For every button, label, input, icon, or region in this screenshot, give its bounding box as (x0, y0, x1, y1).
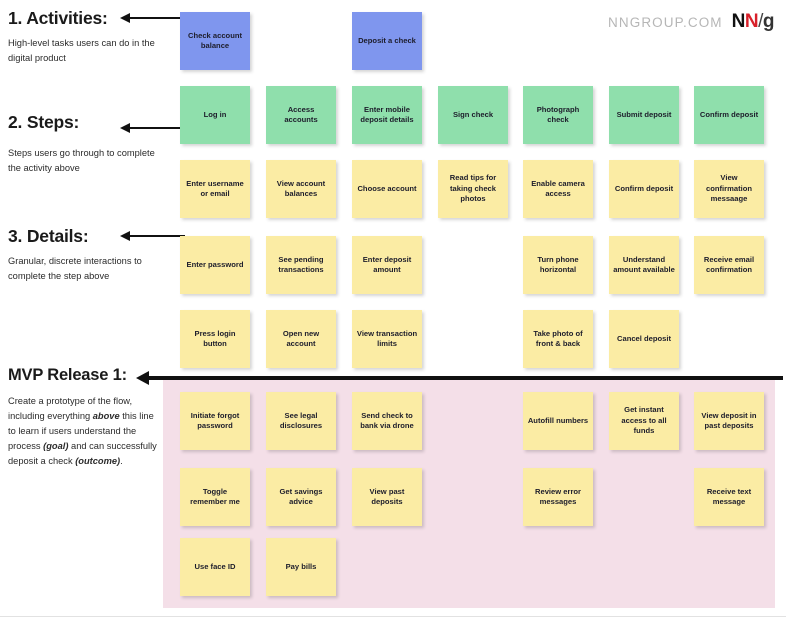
mvp-detail-note[interactable]: Get instant access to all funds (609, 392, 679, 450)
footer-divider (0, 616, 786, 617)
detail-note[interactable]: Cancel deposit (609, 310, 679, 368)
logo-nng-mark: NN/g (731, 11, 775, 33)
mvp-detail-note[interactable]: See legal disclosures (266, 392, 336, 450)
logo-n-red: N (744, 11, 759, 32)
logo-slash: / (758, 11, 763, 32)
mvp-release-band (163, 379, 775, 608)
mvp-detail-note[interactable]: Review error messages (523, 468, 593, 526)
activity-note[interactable]: Deposit a check (352, 12, 422, 70)
logo-n-black: N (731, 11, 746, 32)
mvp-detail-note[interactable]: Send check to bank via drone (352, 392, 422, 450)
mvp-detail-note[interactable]: Pay bills (266, 538, 336, 596)
detail-note[interactable]: Enter deposit amount (352, 236, 422, 294)
mvp-detail-note[interactable]: Autofill numbers (523, 392, 593, 450)
detail-note[interactable]: See pending transactions (266, 236, 336, 294)
detail-note[interactable]: View account balances (266, 160, 336, 218)
step-note[interactable]: Access accounts (266, 86, 336, 144)
detail-note[interactable]: View confirmation messaage (694, 160, 764, 218)
step-note[interactable]: Enter mobile deposit details (352, 86, 422, 144)
logo-domain-text: NNGROUP.COM (608, 15, 723, 30)
detail-note[interactable]: Receive email confirmation (694, 236, 764, 294)
step-note[interactable]: Log in (180, 86, 250, 144)
section-heading-activities: 1. Activities: (8, 8, 108, 28)
section-heading-details: 3. Details: (8, 226, 89, 246)
detail-note[interactable]: Enter username or email (180, 160, 250, 218)
section-description-steps: Steps users go through to complete the a… (8, 148, 155, 173)
step-note[interactable]: Confirm deposit (694, 86, 764, 144)
detail-note[interactable]: Turn phone horizontal (523, 236, 593, 294)
detail-note[interactable]: Open new account (266, 310, 336, 368)
section-heading-steps: 2. Steps: (8, 112, 80, 132)
nngroup-logo: NNGROUP.COM NN/g (608, 11, 774, 33)
detail-note[interactable]: Take photo of front & back (523, 310, 593, 368)
detail-note[interactable]: Press login button (180, 310, 250, 368)
detail-note[interactable]: Read tips for taking check photos (438, 160, 508, 218)
mvp-detail-note[interactable]: Use face ID (180, 538, 250, 596)
section-description-details: Granular, discrete interactions to compl… (8, 256, 142, 281)
section-description-activities: High-level tasks users can do in the dig… (8, 38, 155, 63)
step-note[interactable]: Submit deposit (609, 86, 679, 144)
section-heading-mvp-release: MVP Release 1: (8, 366, 127, 384)
mvp-detail-note[interactable]: Toggle remember me (180, 468, 250, 526)
detail-note[interactable]: Confirm deposit (609, 160, 679, 218)
detail-note[interactable]: Enter password (180, 236, 250, 294)
mvp-detail-note[interactable]: View past deposits (352, 468, 422, 526)
detail-note[interactable]: Understand amount available (609, 236, 679, 294)
detail-note[interactable]: Enable camera access (523, 160, 593, 218)
detail-note[interactable]: Choose account (352, 160, 422, 218)
step-note[interactable]: Photograph check (523, 86, 593, 144)
mvp-detail-note[interactable]: Receive text message (694, 468, 764, 526)
activity-note[interactable]: Check account balance (180, 12, 250, 70)
mvp-detail-note[interactable]: Get savings advice (266, 468, 336, 526)
step-note[interactable]: Sign check (438, 86, 508, 144)
section-description-mvp-release: Create a prototype of the flow, includin… (8, 396, 157, 466)
mvp-detail-note[interactable]: Initiate forgot password (180, 392, 250, 450)
detail-note[interactable]: View transaction limits (352, 310, 422, 368)
logo-g: g (762, 11, 775, 32)
mvp-detail-note[interactable]: View deposit in past deposits (694, 392, 764, 450)
